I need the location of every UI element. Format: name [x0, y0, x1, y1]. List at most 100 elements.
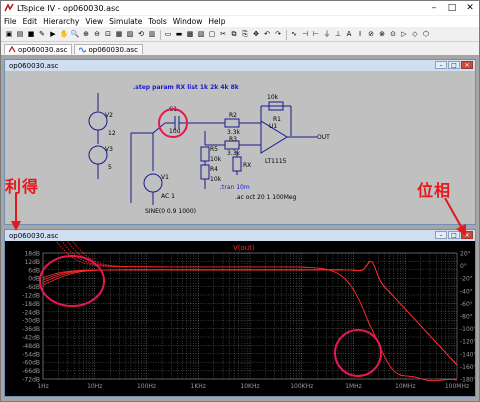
gain-tick-label: 6dB — [28, 267, 40, 274]
toolbar-bus-icon[interactable]: ▬ — [175, 30, 183, 38]
tran-directive[interactable]: ;tran 10m — [220, 184, 250, 191]
toolbar-move-icon[interactable]: ✥ — [253, 30, 259, 38]
toolbar-draw-icon[interactable]: ◇ — [412, 30, 418, 38]
toolbar-separator — [160, 29, 161, 40]
close-icon[interactable]: ✕ — [461, 231, 473, 239]
part-v1: V1 — [161, 174, 169, 181]
ltspice-app-icon — [4, 3, 14, 13]
schematic-window-title: op060030.asc – □ ✕ — [5, 60, 475, 71]
menu-hierarchy[interactable]: Hierarchy — [43, 17, 80, 26]
part-rx: RX — [243, 162, 251, 169]
toolbar-zoom-icon[interactable]: 🔍 — [70, 30, 80, 38]
phase-tick-label: -180° — [460, 377, 475, 384]
maximize-icon[interactable]: □ — [447, 3, 457, 13]
toolbar-redo-icon[interactable]: ↷ — [275, 30, 281, 38]
toolbar-undo-icon[interactable]: ↶ — [264, 30, 270, 38]
minimize-icon[interactable]: – — [435, 231, 447, 239]
maximize-icon[interactable]: □ — [448, 61, 460, 69]
gain-tick-label: -30dB — [22, 318, 40, 325]
toolbar-wire-icon[interactable]: ▭ — [164, 30, 172, 38]
toolbar-zoom-in-icon[interactable]: ⊕ — [83, 30, 89, 38]
gain-tick-label: -36dB — [22, 326, 40, 333]
toolbar-diode-icon[interactable]: ⏚ — [323, 30, 331, 38]
toolbar-ground2-icon[interactable]: ⊥ — [334, 30, 342, 38]
minimize-icon[interactable]: – — [431, 3, 437, 13]
step-directive[interactable]: .step param RX list 1k 2k 4k 8k — [133, 84, 240, 91]
phase-tick-label: 0° — [460, 263, 467, 270]
gain-axis-labels: 18dB12dB6dB0dB-6dB-12dB-18dB-24dB-30dB-3… — [22, 251, 40, 384]
toolbar-edit-icon[interactable]: ✎ — [39, 30, 45, 38]
waveform-window-title: op060030.asc – □ ✕ — [5, 230, 475, 241]
maximize-icon[interactable]: □ — [448, 231, 460, 239]
toolbar-misc-icon[interactable]: ⬡ — [422, 30, 430, 38]
toolbar-run-icon[interactable]: ▶ — [50, 30, 56, 38]
toolbar-inductor-icon[interactable]: ⊢ — [312, 30, 320, 38]
minimize-icon[interactable]: – — [435, 61, 447, 69]
bode-trace[interactable] — [42, 216, 458, 382]
toolbar-zoom-out-icon[interactable]: ⊖ — [94, 30, 100, 38]
tab-schematic[interactable]: op060030.asc — [4, 44, 73, 54]
toolbar-save-icon[interactable]: ■ — [27, 30, 35, 38]
part-r1: R1 — [273, 116, 281, 123]
toolbar-ground-icon[interactable]: ▩ — [186, 30, 194, 38]
part-r2-value: 3.3k — [227, 129, 241, 136]
document-tabs: op060030.asc op060030.asc — [1, 43, 479, 54]
toolbar-rotate-icon[interactable]: ⊗ — [379, 30, 385, 38]
toolbar-rect-icon[interactable]: ▢ — [208, 30, 216, 38]
toolbar-open-icon[interactable]: ▤ — [16, 30, 24, 38]
toolbar-paste-icon[interactable]: ⎘ — [242, 30, 248, 38]
close-icon[interactable]: ✕ — [461, 61, 473, 69]
toolbar-mirror-icon[interactable]: ⊙ — [390, 30, 396, 38]
trace-label-vout[interactable]: V(out) — [233, 244, 255, 252]
toolbar-copy-icon[interactable]: ⧉ — [231, 30, 237, 38]
phase-tick-label: -160° — [460, 364, 475, 371]
toolbar-cascade-icon[interactable]: ▥ — [148, 30, 156, 38]
toolbar-cut-icon[interactable]: ✂ — [220, 30, 226, 38]
part-v2-value: 12 — [108, 130, 116, 137]
toolbar-resistor-icon[interactable]: ∿ — [291, 30, 297, 38]
toolbar-component-icon[interactable]: ⊘ — [368, 30, 374, 38]
phase-tick-label: -20° — [460, 276, 473, 283]
phase-annotation: 位相 — [417, 181, 452, 200]
menu-help[interactable]: Help — [208, 17, 226, 26]
toolbar-pan-icon[interactable]: ✋ — [59, 30, 69, 38]
menu-file[interactable]: File — [4, 17, 17, 26]
menu-view[interactable]: View — [85, 17, 104, 26]
frequency-tick-label: 100KHz — [290, 383, 313, 390]
menu-tools[interactable]: Tools — [148, 17, 167, 26]
menu-window[interactable]: Window — [172, 17, 203, 26]
gain-tick-label: -6dB — [26, 284, 40, 291]
schematic-window[interactable]: op060030.asc – □ ✕ — [4, 59, 476, 225]
net-out: OUT — [317, 134, 330, 141]
menu-edit[interactable]: Edit — [22, 17, 38, 26]
phase-tick-label: -80° — [460, 314, 473, 321]
close-icon[interactable]: ✕ — [466, 3, 474, 13]
frequency-tick-label: 1Hz — [37, 383, 48, 390]
gain-arrow-icon — [11, 193, 21, 231]
mdi-area: op060030.asc – □ ✕ — [1, 55, 479, 401]
toolbar-fit-icon[interactable]: ⊡ — [105, 30, 111, 38]
tab-label: op060030.asc — [88, 45, 138, 54]
toolbar-tile-h-icon[interactable]: ▦ — [115, 30, 123, 38]
ac-directive[interactable]: .ac oct 20 1 100Meg — [235, 194, 297, 201]
toolbar-refresh-icon[interactable]: ⟲ — [138, 30, 144, 38]
bode-traces — [42, 214, 458, 382]
gain-tick-label: 12dB — [24, 259, 40, 266]
toolbar-probe-icon[interactable]: ▷ — [401, 30, 407, 38]
toolbar-capacitor-icon[interactable]: ⊣ — [301, 30, 309, 38]
toolbar-spice-icon[interactable]: Ⅰ — [358, 30, 362, 38]
bode-trace[interactable] — [42, 214, 458, 382]
part-v3-value: 5 — [108, 164, 112, 171]
gain-tick-label: -54dB — [22, 351, 40, 358]
menu-simulate[interactable]: Simulate — [109, 17, 143, 26]
toolbar-tile-v-icon[interactable]: ▨ — [126, 30, 134, 38]
toolbar-new-icon[interactable]: ▣ — [5, 30, 13, 38]
toolbar-label-icon[interactable]: ▧ — [197, 30, 205, 38]
bode-trace[interactable] — [42, 260, 458, 366]
tab-waveform[interactable]: op060030.asc — [74, 44, 143, 54]
toolbar-text-icon[interactable]: A — [346, 30, 352, 38]
schematic-canvas[interactable]: V2 12 V3 5 V1 AC 1 SINE(0 0.9 1000) C1 1… — [5, 71, 475, 224]
